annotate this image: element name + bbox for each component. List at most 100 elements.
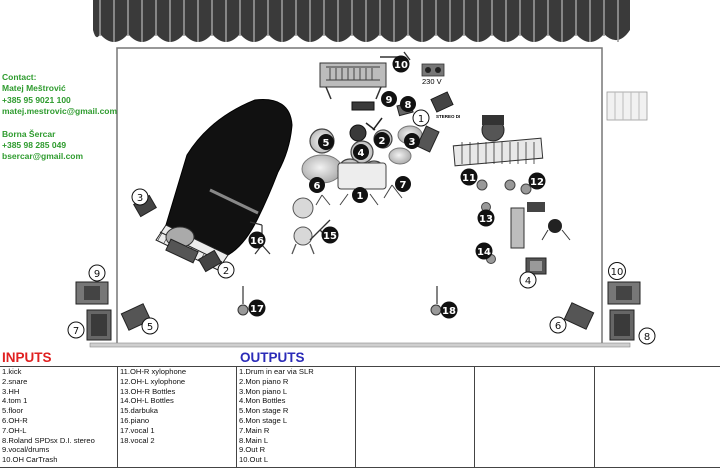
input-item: 9.vocal/drums: [2, 445, 50, 455]
contact-person2-phone: +385 98 285 049: [2, 140, 67, 151]
marker-piano: 16: [248, 231, 266, 249]
svg-text:5: 5: [323, 138, 330, 149]
svg-text:9: 9: [386, 95, 393, 106]
empty-column-2: [474, 367, 593, 467]
svg-text:16: 16: [250, 236, 264, 247]
empty-column-3: [594, 367, 717, 467]
bottles-monitor: [525, 257, 547, 275]
power-label: 230 V: [422, 77, 442, 86]
svg-text:3: 3: [137, 193, 143, 204]
stage-front-edge: [89, 342, 631, 348]
svg-text:11: 11: [462, 173, 476, 184]
svg-text:2: 2: [379, 136, 386, 147]
contact-block: Contact: Matej Meštrović +385 95 9021 10…: [2, 72, 117, 163]
svg-text:2: 2: [223, 266, 229, 277]
marker-out-mon-bottles: 4: [519, 271, 537, 289]
svg-text:6: 6: [555, 321, 561, 332]
marker-vocal2: 18: [440, 301, 458, 319]
marker-xylo-l: 12: [528, 172, 546, 190]
svg-text:12: 12: [530, 177, 544, 188]
input-item: 12.OH-L xylophone: [120, 376, 186, 386]
marker-kick: 1: [352, 187, 368, 203]
svg-text:1: 1: [418, 114, 424, 125]
contact-person2-email: bsercar@gmail.com: [2, 151, 84, 162]
outputs-title: OUTPUTS: [240, 350, 305, 365]
input-item: 8.Roland SPDsx D.I. stereo: [2, 435, 95, 445]
input-item: 14.OH-L Bottles: [120, 396, 174, 406]
svg-text:3: 3: [409, 137, 416, 148]
marker-vocal1: 17: [248, 299, 266, 317]
svg-text:7: 7: [73, 326, 79, 337]
marker-snare: 2: [374, 132, 390, 148]
stage-stairs: [606, 91, 648, 121]
stereo-di-box: STEREO DI: [430, 91, 460, 119]
output-item: 9.Out R: [239, 445, 266, 455]
stereo-di-label: STEREO DI: [436, 114, 460, 119]
input-item: 11.OH-R xylophone: [120, 367, 187, 376]
marker-tom: 4: [353, 144, 369, 160]
svg-text:9: 9: [94, 269, 100, 280]
input-item: 7.OH-L: [2, 425, 27, 435]
input-item: 17.vocal 1: [120, 425, 155, 435]
input-markers: 1 2 3 4 5 6 7 8 9 10 11 12 13 14 15 16 1…: [248, 55, 546, 319]
pa-speakers: [75, 281, 641, 341]
marker-out-out-l: 10: [608, 262, 626, 280]
marker-darbuka: 15: [321, 226, 339, 244]
marker-oh-l: 7: [395, 176, 411, 192]
input-item: 5.floor: [2, 406, 24, 416]
input-item: 13.OH-R Bottles: [120, 386, 176, 396]
input-item: 15.darbuka: [120, 406, 158, 416]
vocal-mic-stands: [237, 286, 442, 316]
marker-bottles-r: 13: [477, 209, 495, 227]
output-item: 7.Main R: [239, 425, 270, 435]
grand-piano: [155, 99, 293, 271]
input-item: 16.piano: [120, 415, 150, 425]
stage-monitors: [120, 302, 595, 331]
contact-person1-name: Matej Meštrović: [2, 83, 66, 94]
vocal-drums-mic-stand: [372, 117, 383, 131]
contact-person1-email: matej.mestrovic@gmail.com: [2, 106, 118, 117]
xylophone: [452, 115, 544, 195]
output-item: 6.Mon stage L: [239, 415, 288, 425]
svg-text:8: 8: [644, 332, 650, 343]
input-item: 4.tom 1: [2, 396, 28, 406]
svg-text:5: 5: [147, 322, 153, 333]
svg-text:14: 14: [477, 247, 491, 258]
svg-text:6: 6: [314, 181, 321, 192]
marker-floor: 5: [318, 134, 334, 150]
svg-text:10: 10: [394, 60, 408, 71]
synth-keyboard: [319, 62, 387, 100]
marker-out-main-l: 8: [638, 327, 656, 345]
contact-person1-phone: +385 95 9021 100: [2, 94, 71, 105]
input-item: 18.vocal 2: [120, 435, 155, 445]
input-item: 10.OH CarTrash: [2, 455, 58, 465]
svg-text:10: 10: [611, 267, 624, 278]
marker-out-mon-piano-l: 3: [131, 188, 149, 206]
marker-vocal-drums: 9: [381, 91, 397, 107]
contact-person2-name: Borna Šercar: [2, 128, 56, 139]
input-item: 3.HH: [2, 386, 20, 396]
output-item: 3.Mon piano L: [239, 386, 288, 396]
svg-text:1: 1: [357, 191, 364, 202]
svg-text:7: 7: [400, 180, 407, 191]
svg-text:18: 18: [442, 306, 456, 317]
svg-text:15: 15: [323, 231, 337, 242]
svg-text:8: 8: [405, 100, 412, 111]
marker-out-main-r: 7: [67, 321, 85, 339]
output-item: 5.Mon stage R: [239, 406, 289, 416]
marker-out-mon-piano-r: 2: [217, 261, 235, 279]
output-item: 10.Out L: [239, 455, 269, 465]
marker-oh-cartrash: 10: [392, 55, 410, 73]
output-markers: 1 2 3 4 5 6 7 8 9 10: [67, 109, 656, 345]
marker-out-mon-stage-r: 5: [141, 317, 159, 335]
input-item: 2.snare: [2, 376, 28, 386]
power-outlet: 230 V: [421, 63, 445, 86]
marker-out-drum-iem: 1: [412, 109, 430, 127]
marker-out-mon-stage-l: 6: [549, 316, 567, 334]
